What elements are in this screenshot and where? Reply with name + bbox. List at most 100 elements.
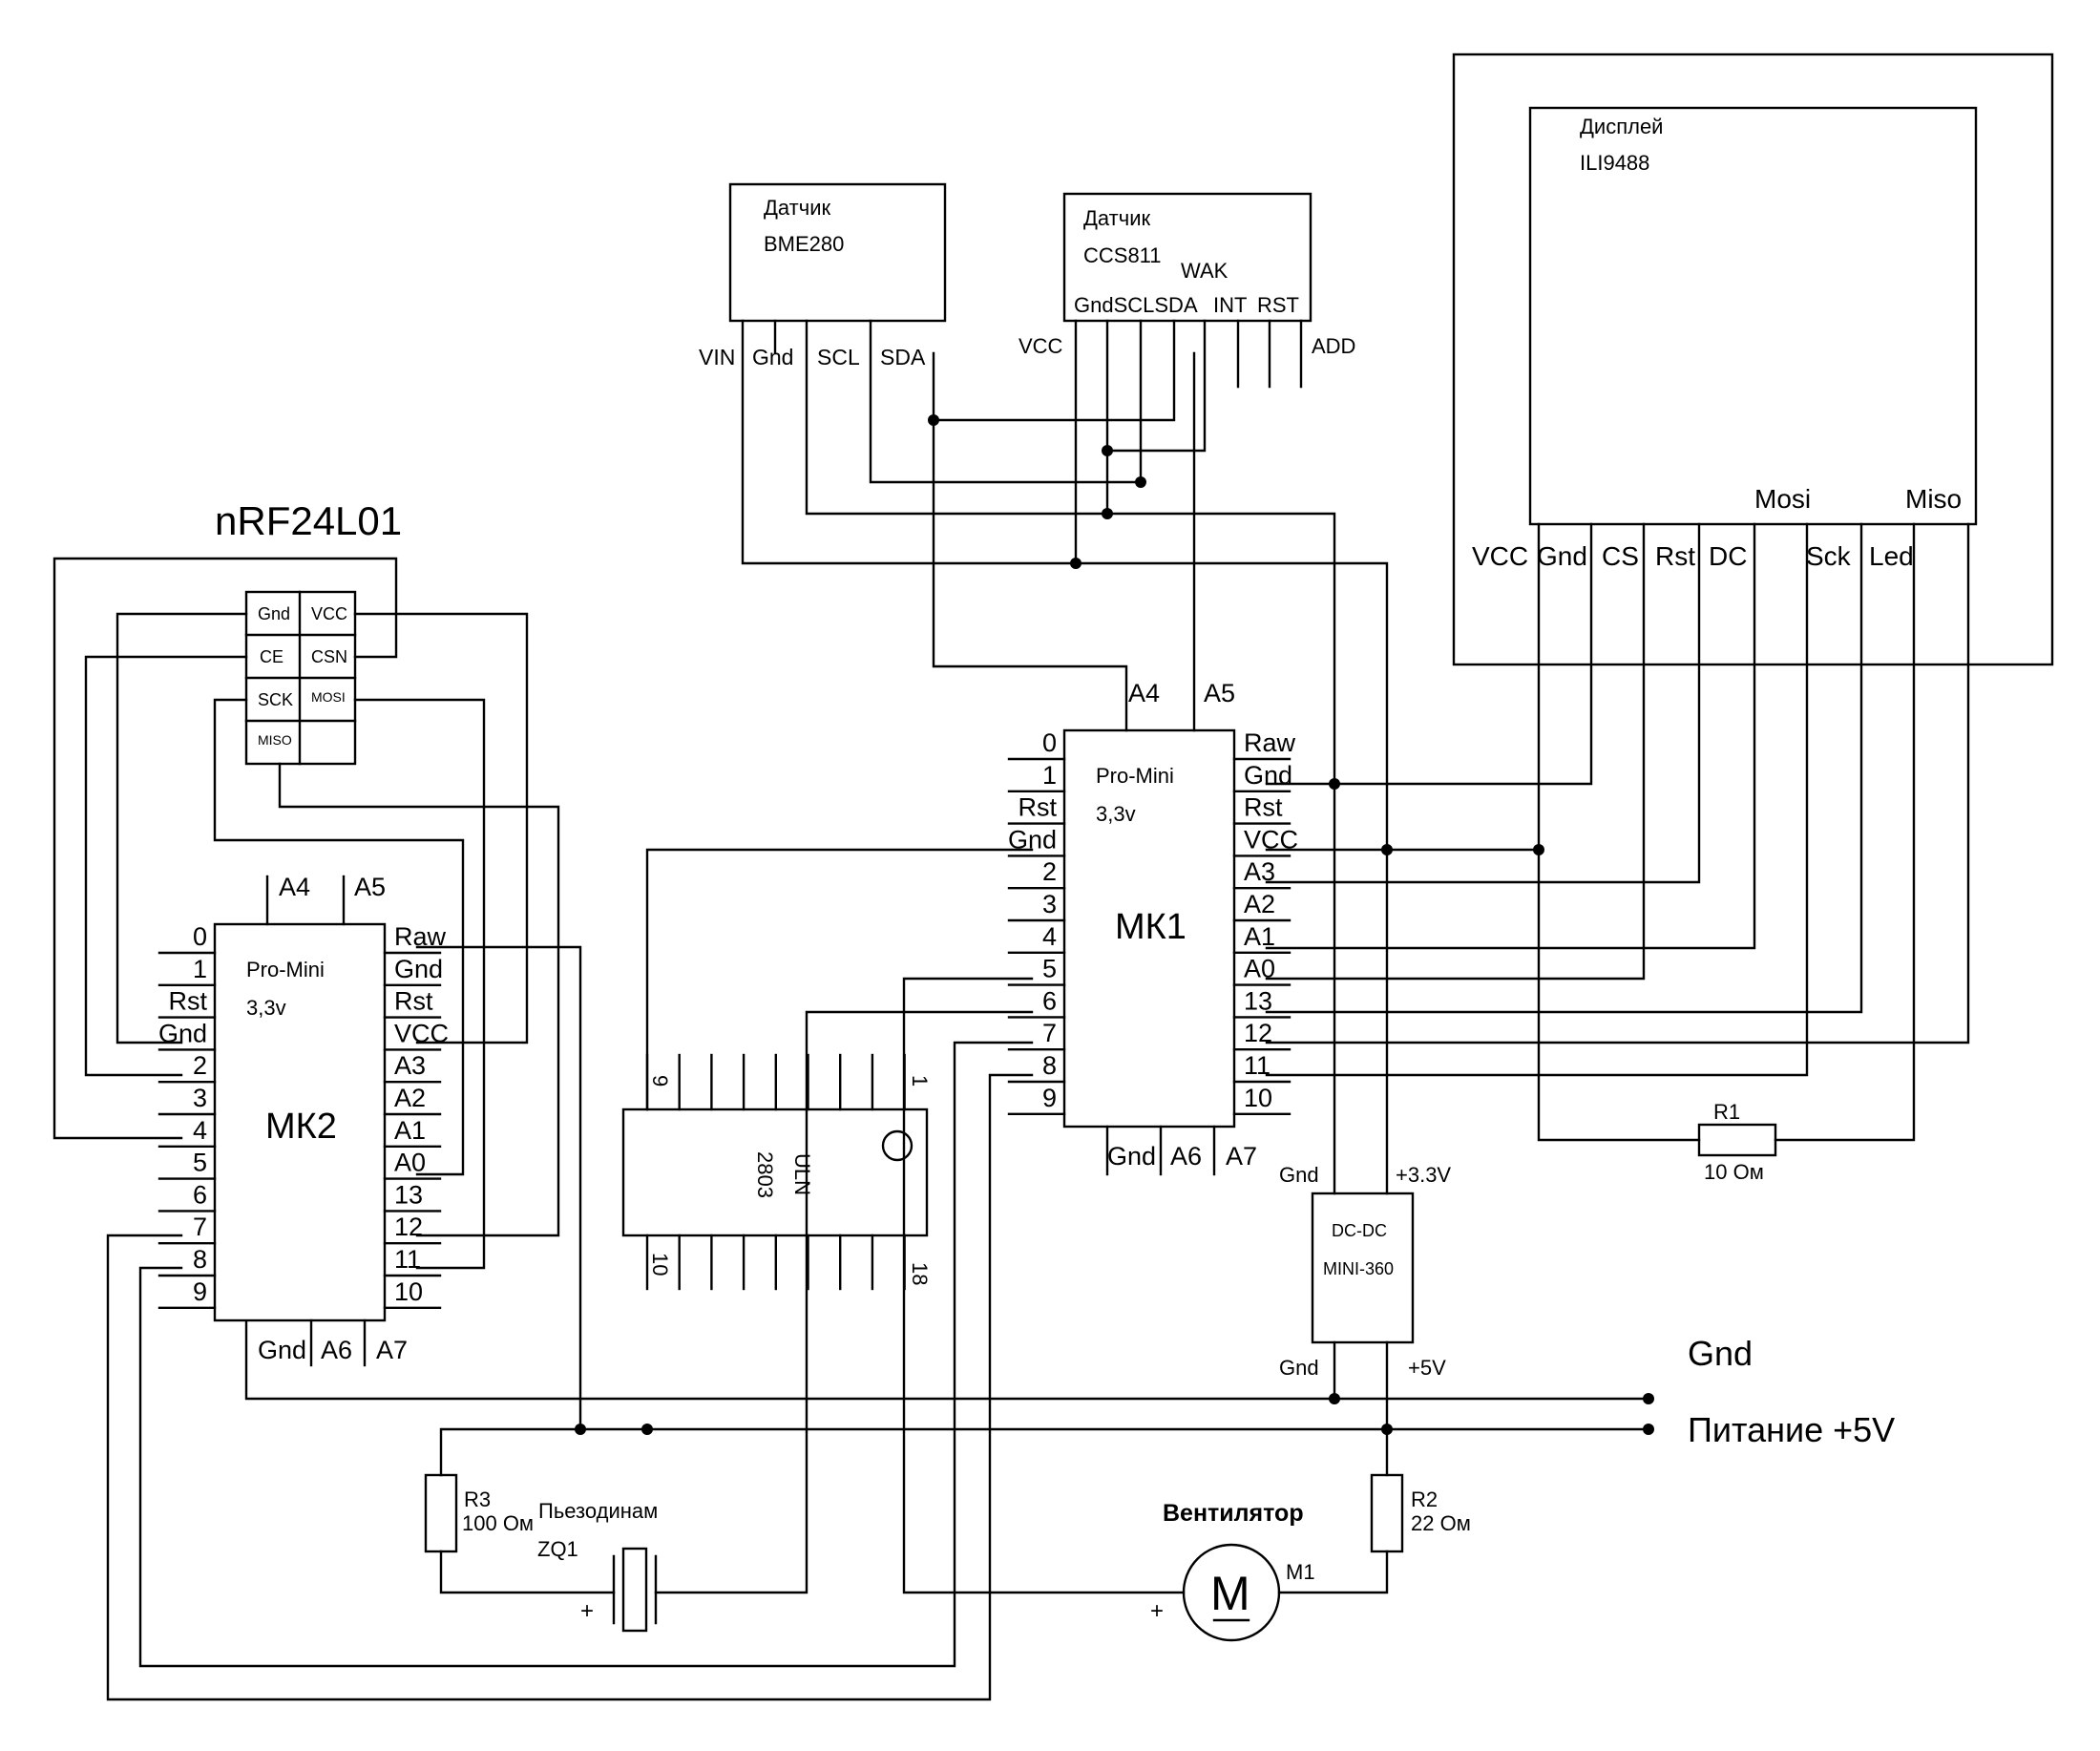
wire-mk1-8-mk2-7: [106, 1073, 1034, 1701]
mk2-left-pin-label: 7: [193, 1213, 207, 1241]
mk1-left-pin-label: 4: [1042, 922, 1057, 951]
fan-title: Вентилятор: [1163, 1500, 1304, 1527]
ccs811-sensor: Датчик CCS811 WAK GndSCLSDA INT RST VCC …: [1018, 192, 1355, 358]
wire-mk2-gnd-nrf-gnd: [116, 612, 248, 1044]
wire-display-mosi: [1265, 522, 1809, 1077]
wire-display-vcc: [1385, 522, 1541, 852]
display-module: Дисплей ILI9488 Mosi Miso VCC Gnd CS Rst…: [1452, 53, 2054, 666]
mk1-left-pin-label: Rst: [1018, 793, 1058, 822]
mk1-left-pin-label: 5: [1042, 955, 1057, 983]
mk1-pin-a4: A4: [1128, 679, 1160, 707]
display-pin-mosi: Mosi: [1754, 484, 1811, 514]
mk1-pin-a6: A6: [1170, 1142, 1202, 1171]
mk1-left-pin-label: 9: [1042, 1084, 1057, 1112]
r3-value: 100 Ом: [462, 1511, 534, 1535]
mk2-right-pin-label: Rst: [394, 987, 433, 1016]
mk1-name: МК1: [1115, 907, 1186, 947]
dcdc-line2: MINI-360: [1323, 1259, 1394, 1278]
mk2-voltage: 3,3v: [246, 996, 286, 1020]
wire-display-led: [1774, 522, 1916, 1142]
resistor-r2: R2 22 Ом: [1370, 1473, 1471, 1553]
ccs811-pin-rst: RST: [1257, 293, 1299, 317]
wire-display-cs: [1265, 522, 1701, 884]
bme280-model: BME280: [764, 232, 844, 256]
r2-name: R2: [1411, 1487, 1438, 1511]
ccs811-pin-vcc: VCC: [1018, 334, 1063, 358]
buzzer-title: Пьезодинам: [538, 1499, 658, 1523]
bme280-pin-scl: SCL: [817, 345, 860, 369]
wire-mk1-a4-sda: [932, 351, 1128, 732]
mk2-left-pin-label: 3: [193, 1084, 207, 1112]
rail-end-power: [1643, 1424, 1654, 1435]
mk2-left-pin-label: Rst: [169, 987, 208, 1016]
junction-dot: [1533, 844, 1544, 855]
mk1-body: [1062, 728, 1236, 1129]
dcdc-converter: DC-DC MINI-360 Gnd +3.3V Gnd +5V: [1279, 1163, 1451, 1380]
junction-dot: [1381, 1424, 1393, 1435]
mk2-right-pin-label: 10: [394, 1277, 423, 1306]
dcdc-line1: DC-DC: [1332, 1221, 1387, 1240]
uln-pin-1-label: 1: [908, 1075, 932, 1086]
junction-dot: [1135, 476, 1146, 488]
fan-motor: Вентилятор M M1 +: [1150, 1500, 1315, 1642]
nrf-pin-miso: MISO: [258, 732, 292, 748]
r1-name: R1: [1713, 1100, 1740, 1124]
mk2-pin-a4: A4: [279, 873, 310, 901]
display-pin-sck: Sck: [1806, 541, 1852, 571]
mk1-right-pin-label: A2: [1244, 890, 1275, 918]
junction-dot: [1329, 778, 1340, 790]
bme280-pin-vin: VIN: [699, 345, 735, 369]
ccs811-wak-label: WAK: [1181, 259, 1228, 283]
mk2-right-pin-label: A3: [394, 1051, 426, 1080]
resistor-r1: R1 10 Ом: [1697, 1100, 1777, 1184]
uln-pin-9-label: 9: [648, 1075, 672, 1086]
wire-scl-ccs: [869, 319, 1143, 484]
piezo-buzzer: Пьезодинам ZQ1 +: [537, 1499, 658, 1633]
r2-body: [1370, 1473, 1404, 1553]
mk1-voltage: 3,3v: [1096, 802, 1136, 826]
mk2-right-pin-label: A1: [394, 1116, 426, 1145]
mk2-right-pin-label: 13: [394, 1180, 423, 1209]
rail-end-gnd: [1643, 1393, 1654, 1404]
nrf-pin-csn: CSN: [311, 647, 347, 666]
wire-mk2-raw-power: [415, 945, 582, 1431]
bme280-pin-gnd: Gnd: [752, 345, 793, 369]
junction-dot: [1102, 508, 1113, 519]
wire-mk2-5-csn: [52, 557, 398, 1140]
mk2-left-pin-label: 8: [193, 1245, 207, 1274]
mk1-left-pin-label: 8: [1042, 1051, 1057, 1080]
wire-fan-mk1-5: [902, 977, 1186, 1594]
mk2-left-pin-label: 1: [193, 955, 207, 983]
mk1-left-pin-label: 2: [1042, 857, 1057, 886]
junction-dot: [641, 1424, 653, 1435]
r2-value: 22 Ом: [1411, 1511, 1471, 1535]
fan-ref: M1: [1286, 1560, 1315, 1584]
wire-mk2-13-sck: [213, 698, 465, 1176]
wire-buzzer-mk1-6: [654, 1010, 1034, 1594]
bme280-sensor: Датчик BME280 VIN Gnd SCL SDA: [699, 182, 947, 369]
dcdc-body: [1311, 1192, 1415, 1344]
nrf-pin-mosi: MOSI: [311, 689, 346, 705]
r3-body: [424, 1473, 458, 1553]
mk1-right-pin-label: A1: [1244, 922, 1275, 951]
mk1-pin-a7: A7: [1226, 1142, 1257, 1171]
mk1-pin-bottom-gnd: Gnd: [1107, 1142, 1156, 1171]
uln-number: 2803: [753, 1151, 777, 1198]
resistor-r3: R3 100 Ом: [424, 1473, 534, 1553]
wire-display-sck: [1265, 522, 1863, 1014]
mk2-left-pin-label: 6: [193, 1180, 207, 1209]
display-pin-miso: Miso: [1905, 484, 1962, 514]
dcdc-in-gnd: Gnd: [1279, 1163, 1319, 1187]
ccs811-box: [1062, 192, 1312, 323]
buzzer-crystal: [621, 1547, 648, 1633]
mk1-pin-a5: A5: [1204, 679, 1235, 707]
mk1-right-pin-label: Raw: [1244, 728, 1296, 757]
ccs811-pin-int: INT: [1213, 293, 1247, 317]
bme280-pin-sda: SDA: [880, 345, 926, 369]
junction-dot: [1381, 844, 1393, 855]
display-pin-led: Led: [1869, 541, 1914, 571]
wiring: [52, 319, 1970, 1701]
mk2-pin-a6: A6: [321, 1336, 352, 1364]
uln2803-chip: ULN 2803 9 1 10 18: [621, 1053, 932, 1291]
